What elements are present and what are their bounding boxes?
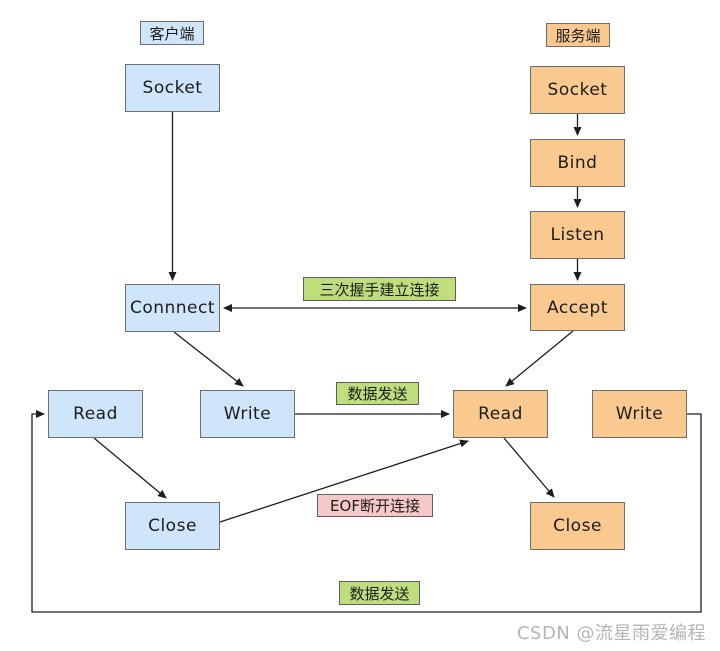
client-column-label: 客户端 bbox=[140, 21, 204, 45]
node-client-read: Read bbox=[48, 390, 143, 438]
node-server-accept: Accept bbox=[530, 284, 625, 331]
node-server-close: Close bbox=[530, 502, 625, 550]
edge-server-write-to-client-read bbox=[31, 410, 702, 613]
node-client-socket: Socket bbox=[125, 64, 220, 112]
server-column-label: 服务端 bbox=[546, 23, 610, 47]
csdn-watermark: CSDN @流星雨爱编程 bbox=[516, 623, 706, 644]
edge-label-eof-close: EOF断开连接 bbox=[317, 494, 433, 517]
node-client-connect: Connnect bbox=[125, 284, 220, 332]
edge-client-read-to-client-close bbox=[93, 437, 167, 499]
edge-label-handshake: 三次握手建立连接 bbox=[303, 277, 456, 301]
edge-accept-to-server-read bbox=[505, 330, 574, 387]
node-server-listen: Listen bbox=[530, 211, 625, 259]
node-server-socket: Socket bbox=[530, 66, 625, 114]
edge-connect-to-client-write bbox=[173, 331, 244, 387]
node-server-bind: Bind bbox=[530, 139, 625, 187]
edge-client-close-to-server-read-eof bbox=[219, 439, 469, 523]
edge-server-read-to-server-close bbox=[503, 437, 555, 498]
node-server-read: Read bbox=[453, 390, 548, 438]
node-client-close: Close bbox=[125, 502, 220, 550]
edge-label-data-send: 数据发送 bbox=[336, 382, 419, 405]
edge-label-data-send-bottom: 数据发送 bbox=[339, 581, 420, 605]
node-server-write: Write bbox=[592, 390, 687, 438]
node-client-write: Write bbox=[200, 390, 295, 438]
